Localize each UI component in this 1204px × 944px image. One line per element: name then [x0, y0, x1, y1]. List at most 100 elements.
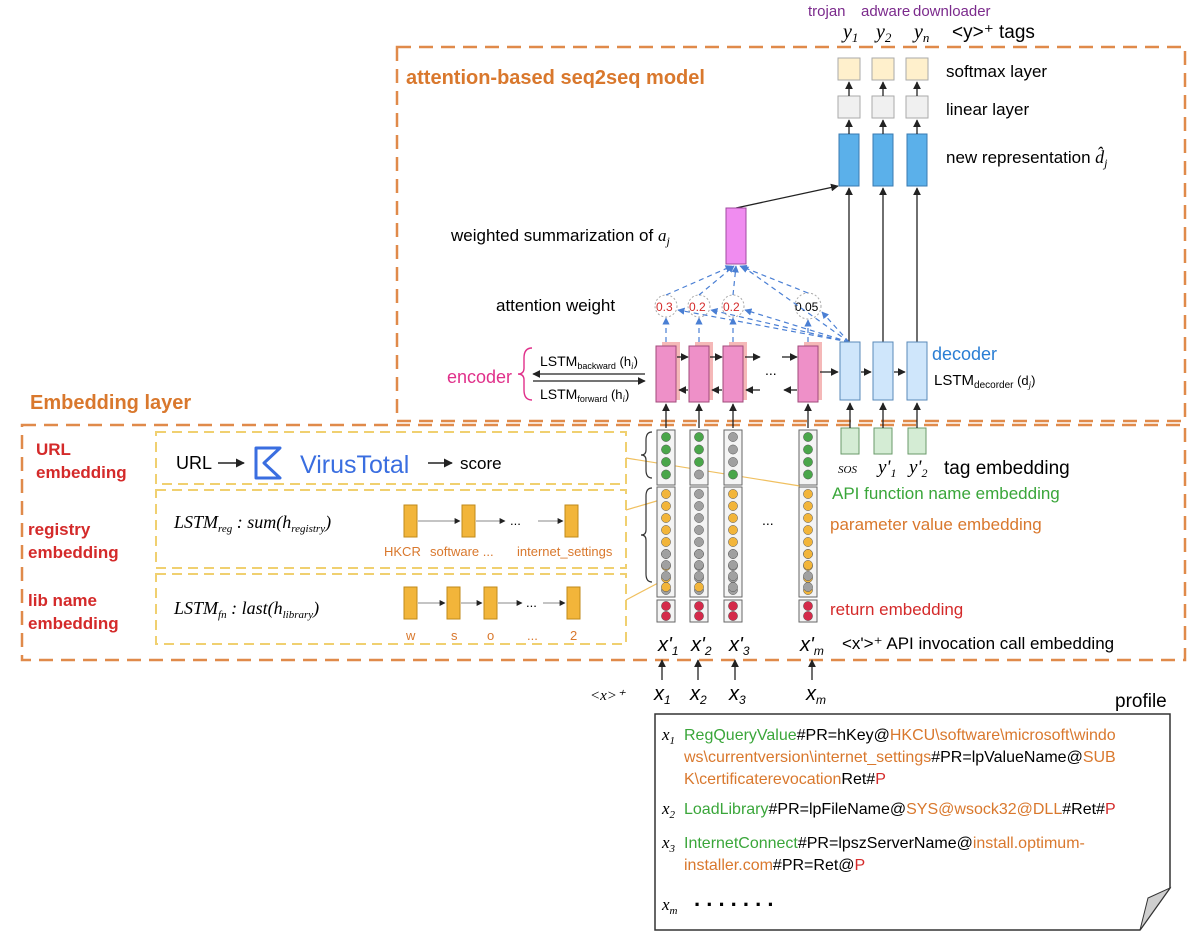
embedding-dot [661, 513, 671, 523]
column-braces [640, 431, 653, 583]
embedding-dot [728, 489, 738, 499]
encoder-brace [517, 347, 533, 401]
input-arrows [658, 659, 816, 680]
registry-box [155, 489, 627, 569]
decoder-label: decoder [932, 344, 997, 364]
embedding-dot [803, 489, 813, 499]
input-label: <x>⁺ [590, 688, 626, 704]
registry-formula: LSTMreg : sum(hregistry) [173, 512, 331, 535]
embedding-dot [694, 469, 704, 480]
embedding-columns [656, 429, 818, 623]
embedding-dot [803, 432, 813, 442]
embedding-dot [661, 560, 671, 570]
embedding-dot [803, 611, 813, 621]
profile-xm-marker: xm [661, 895, 678, 917]
embedding-connectors [625, 457, 801, 601]
embedding-dot [694, 444, 704, 455]
profile-x2-marker: x2 [661, 799, 676, 821]
embedding-dot [661, 537, 671, 547]
input-labels: x1 x2 x3 xm [653, 683, 826, 707]
embedding-dot [728, 444, 738, 455]
libname-label-dots: ... [527, 628, 538, 643]
embedding-dot [803, 601, 813, 611]
attention-label: attention weight [496, 296, 615, 315]
param-value-label: parameter value embedding [830, 515, 1042, 534]
libname-label-w: w [405, 628, 416, 643]
encoder-label: encoder [447, 367, 512, 387]
embedding-dot [803, 444, 813, 455]
embedding-dot [803, 457, 813, 467]
tag-embedding-boxes [840, 427, 927, 455]
embedding-dot [803, 513, 813, 523]
tag-arrows [662, 402, 921, 428]
embedding-dot [661, 571, 671, 581]
virustotal-text: VirusTotal [300, 451, 409, 479]
embedding-dot [694, 560, 704, 570]
attention-weight-m: 0.05 [795, 300, 819, 314]
libname-label-s: s [451, 628, 458, 643]
embedding-dot [661, 601, 671, 611]
embedding-dot [803, 537, 813, 547]
input-x2: x2 [689, 683, 707, 707]
encoder-blocks [655, 342, 822, 403]
seq2seq-box [395, 45, 1187, 423]
profile-x1-line2: ws\currentversion\internet_settings#PR=l… [683, 749, 1116, 766]
registry-label-software: software ... [430, 544, 494, 559]
y-prime-1: y'1 [876, 457, 897, 480]
embedding-dot [661, 501, 671, 511]
embedding-dot [803, 549, 813, 559]
embedding-dot [728, 501, 738, 511]
embedding-dot [728, 571, 738, 581]
profile-x1-line1: RegQueryValue#PR=hKey@HKCU\software\micr… [684, 727, 1116, 744]
y-prime-2: y'2 [907, 457, 928, 480]
seq2seq-title: attention-based seq2seq model [406, 67, 705, 89]
api-name-label: API function name embedding [832, 484, 1060, 503]
embedding-dot [728, 432, 738, 442]
profile-x3-line1: InternetConnect#PR=lpszServerName@instal… [684, 835, 1085, 852]
libname-ellipsis: ... [526, 595, 537, 610]
embedding-dot [728, 537, 738, 547]
libname-label-o: o [487, 628, 494, 643]
embedding-dot [661, 457, 671, 467]
layer-arrows [735, 81, 921, 342]
score-text: score [460, 454, 502, 473]
embedding-dot [803, 469, 813, 480]
registry-label-internet: internet_settings [517, 544, 613, 559]
embedding-dot [661, 549, 671, 559]
embedding-dot [694, 611, 704, 621]
embedding-dot [694, 457, 704, 467]
sos-label: SOS [838, 464, 857, 476]
embedding-dot [728, 549, 738, 559]
embedding-dot [803, 560, 813, 570]
softmax-label: softmax layer [946, 62, 1047, 81]
output-labels: y1 y2 yn <y>⁺ tags [841, 21, 1035, 45]
new-rep-label: new representation d̂j [946, 146, 1108, 170]
attention-lines [662, 265, 850, 343]
embedding-title: Embedding layer [30, 392, 191, 414]
embedding-dot [728, 513, 738, 523]
url-text: URL [176, 453, 212, 473]
embedding-dot [694, 489, 704, 499]
tag-trojan: trojan [808, 3, 846, 20]
attention-weight-1: 0.3 [656, 300, 673, 314]
x-prime-m: x'm [799, 634, 824, 658]
embedding-dot [661, 469, 671, 480]
linear-layer [837, 95, 929, 119]
linear-label: linear layer [946, 100, 1029, 119]
embedding-dot [694, 549, 704, 559]
attention-circles [654, 292, 822, 320]
lstm-backward: LSTMbackward (hi) [540, 353, 638, 371]
embedding-dot [694, 537, 704, 547]
libname-label-2: 2 [570, 628, 577, 643]
embedding-dot [728, 457, 738, 467]
registry-lstm-cells [403, 504, 579, 538]
weighted-label: weighted summarization of aj [450, 226, 670, 248]
tag-adware: adware [861, 3, 910, 20]
embedding-dot [803, 582, 813, 592]
embedding-dot [661, 444, 671, 455]
profile-x2-line1: LoadLibrary#PR=lpFileName@SYS@wsock32@DL… [684, 801, 1116, 818]
recurrent-arrows [677, 353, 906, 394]
embedding-dot [803, 571, 813, 581]
